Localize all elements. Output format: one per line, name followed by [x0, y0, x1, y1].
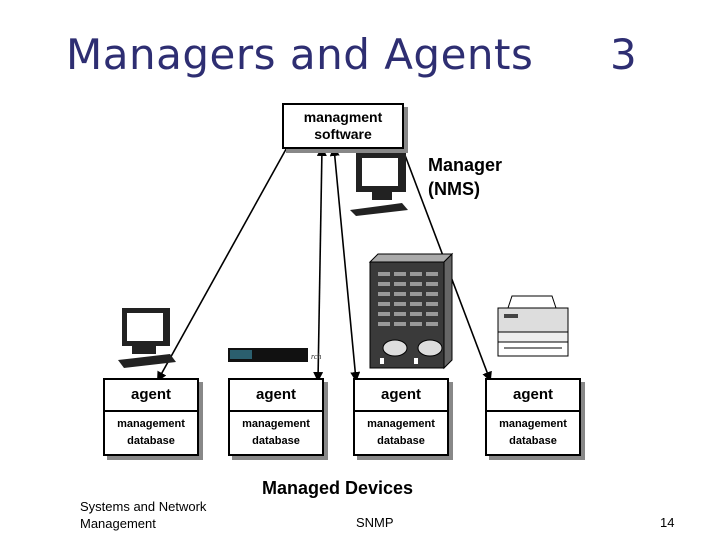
- arrow-agent-2: [313, 146, 327, 382]
- slide-title: Managers and Agents: [66, 30, 534, 79]
- agent-box-4: agent management database: [485, 378, 581, 456]
- management-software-line1: managment: [303, 109, 383, 125]
- management-database-line1: management: [242, 418, 310, 430]
- router-chassis-icon: [368, 252, 454, 370]
- management-database-line2: database: [509, 435, 557, 447]
- slide-number: 3: [610, 30, 637, 79]
- footer-course-line2: Management: [80, 516, 156, 531]
- agent-box-3: agent management database: [353, 378, 449, 456]
- agent-box-1: agent management database: [103, 378, 199, 456]
- agent-label: agent: [487, 380, 579, 412]
- agent-label: agent: [105, 380, 197, 412]
- manager-workstation-icon: [350, 152, 408, 216]
- managed-devices-label: Managed Devices: [262, 478, 414, 498]
- manager-label: Manager (NMS): [428, 153, 502, 201]
- footer-course: Systems and Network Management: [80, 498, 206, 532]
- management-database: management database: [105, 412, 197, 450]
- management-database-line2: database: [127, 435, 175, 447]
- arrow-agent-3: [329, 146, 361, 382]
- management-database-line1: management: [367, 418, 435, 430]
- management-software-box: managment software: [282, 103, 404, 149]
- management-database: management database: [230, 412, 322, 450]
- management-database-line1: management: [499, 418, 567, 430]
- manager-label-line2: (NMS): [428, 179, 480, 199]
- management-software-line2: software: [314, 126, 372, 142]
- manager-label-line1: Manager: [428, 155, 503, 175]
- footer-page-number: 14: [660, 515, 675, 530]
- management-database-line2: database: [377, 435, 425, 447]
- agent-label: agent: [355, 380, 447, 412]
- management-database-line2: database: [252, 435, 300, 447]
- agent-label: agent: [230, 380, 322, 412]
- printer-icon: [497, 295, 569, 357]
- footer-course-line1: Systems and Network: [80, 499, 207, 514]
- workstation-icon: [118, 308, 176, 368]
- agent-box-2: agent management database: [228, 378, 324, 456]
- svg-text:rch: rch: [311, 352, 321, 361]
- arrow-agent-1: [157, 140, 291, 382]
- management-database-line1: management: [117, 418, 185, 430]
- management-database: management database: [487, 412, 579, 450]
- management-database: management database: [355, 412, 447, 450]
- switch-icon: rch: [228, 348, 321, 362]
- footer-topic: SNMP: [356, 515, 394, 530]
